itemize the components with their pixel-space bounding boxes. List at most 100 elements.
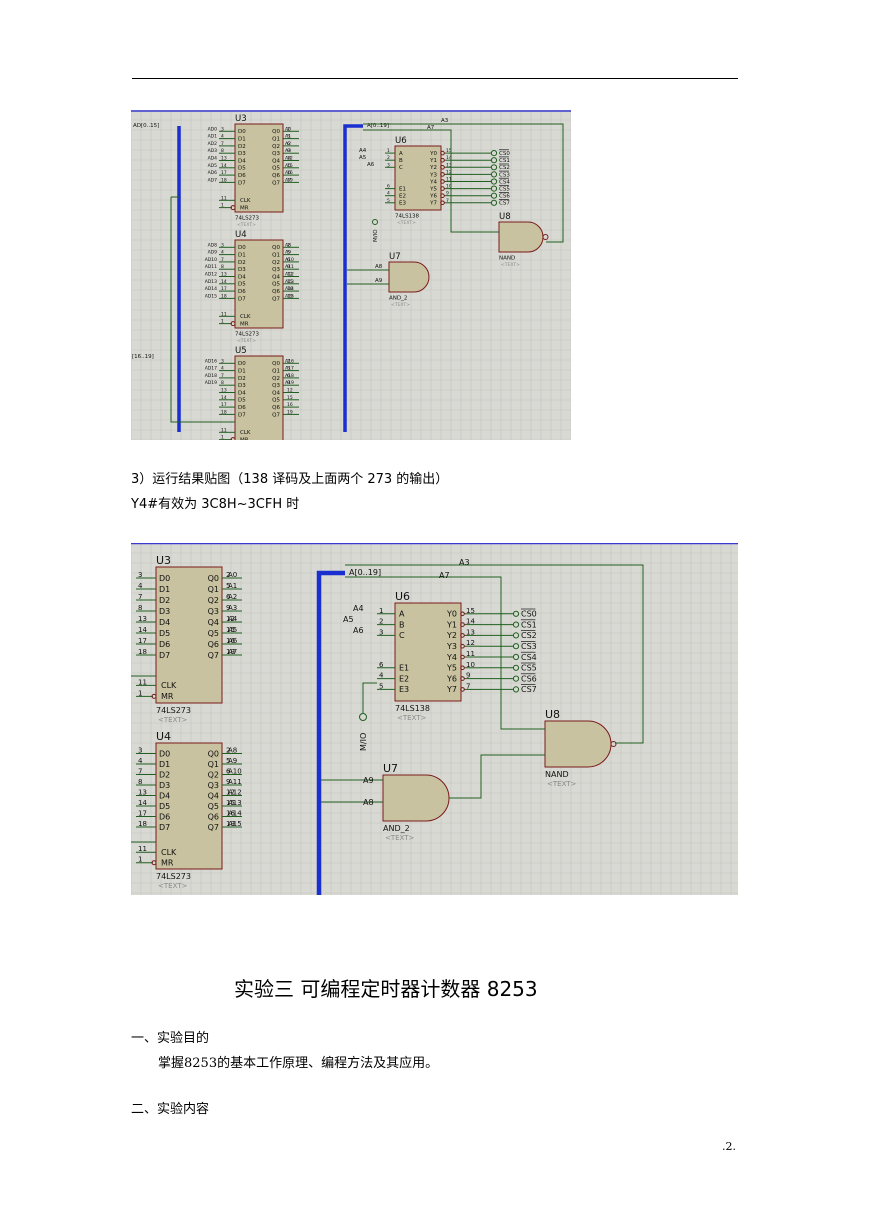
pin-mr: MR (240, 438, 249, 440)
pin-number: 13 (446, 162, 452, 168)
pin-d6: D6 (238, 405, 246, 411)
cs-label-2: CS2 (521, 631, 537, 640)
input-net-label: AD14 (205, 286, 217, 292)
pin-number: 7 (466, 682, 470, 690)
pin-c: C (399, 165, 403, 171)
output-net-label: A3 (228, 604, 237, 612)
pin-e2: E2 (399, 194, 406, 200)
pin-number: 5 (379, 682, 383, 690)
pin-number: 8 (138, 778, 142, 786)
cs-terminal (490, 164, 498, 171)
output-bubble (460, 676, 465, 681)
pin-number: 18 (221, 177, 227, 183)
pin-y2: Y2 (429, 165, 437, 171)
input-net-label: AD9 (208, 250, 218, 256)
pin-number: 9 (466, 672, 470, 680)
cs-terminal (512, 664, 520, 671)
pin-q0: Q0 (208, 749, 219, 758)
output-net-label: A6 (285, 170, 291, 176)
pin-q2: Q2 (272, 376, 280, 382)
chip-type-u6: 74LS138 (395, 214, 420, 220)
chip-text-u3: <TEXT> (158, 716, 188, 724)
pin-number: 6 (287, 373, 290, 379)
pin-number: 5 (387, 198, 390, 204)
net-a6: A6 (367, 162, 375, 168)
pin-q1: Q1 (272, 253, 280, 259)
nand-body (498, 221, 544, 253)
pin-number: 19 (287, 293, 293, 299)
pin-number: 2 (226, 747, 230, 755)
cs-terminal (512, 675, 520, 682)
pin-clk: CLK (240, 198, 251, 204)
input-net-label: AD15 (205, 293, 217, 299)
cs-terminal (490, 192, 498, 199)
chip-label-u3: U3 (156, 554, 171, 567)
pin-y5: Y5 (429, 187, 437, 193)
pin-b: B (399, 158, 403, 164)
pin-number: 4 (138, 757, 143, 765)
pin-d7: D7 (159, 823, 170, 832)
mr-bubble (151, 860, 157, 866)
output-net-label: A7 (285, 177, 291, 183)
pin-number: 7 (221, 141, 224, 147)
pin-number: 19 (287, 409, 293, 415)
pin-d3: D3 (159, 781, 170, 790)
output-net-label: A14 (228, 810, 242, 818)
cs-label-2: CS2 (499, 165, 510, 171)
pin-number: 4 (138, 582, 143, 590)
cs-label-7: CS7 (499, 201, 510, 207)
pin-d4: D4 (238, 390, 246, 396)
pin-number: 4 (387, 191, 390, 197)
pin-number: 9 (287, 264, 290, 270)
pin-q7: Q7 (208, 823, 219, 832)
pin-e2: E2 (399, 674, 409, 683)
pin-number: 8 (138, 604, 142, 612)
pin-number: 3 (138, 747, 142, 755)
pin-q1: Q1 (208, 585, 219, 594)
pin-d3: D3 (159, 607, 170, 616)
purpose-text: 掌握8253的基本工作原理、编程方法及其应用。 (158, 1056, 439, 1071)
and-body (382, 774, 450, 822)
chip-body-u6 (394, 145, 442, 211)
cs-label-1: CS1 (499, 158, 510, 164)
pin-number: 19 (226, 820, 235, 828)
output-bubble (440, 200, 445, 206)
pin-number: 14 (446, 155, 452, 161)
chip-body-u3 (234, 123, 284, 213)
pin-q3: Q3 (272, 383, 280, 389)
pin-y2: Y2 (446, 631, 457, 640)
pin-y0: Y0 (429, 151, 437, 157)
pin-d4: D4 (238, 158, 246, 164)
pin-number: 19 (287, 177, 293, 183)
net-a6: A6 (353, 626, 364, 635)
output-net-label: A10 (285, 257, 294, 263)
pin-number: 10 (446, 184, 452, 190)
pin-e1: E1 (399, 664, 409, 673)
pin-number: 17 (138, 810, 147, 818)
pin-d1: D1 (159, 760, 170, 769)
pin-q6: Q6 (272, 405, 280, 411)
net-a7: A7 (439, 571, 450, 580)
pin-number: 7 (138, 768, 142, 776)
pin-number: 15 (226, 626, 235, 634)
pin-d1: D1 (238, 369, 246, 375)
pin-d0: D0 (159, 574, 170, 583)
pin-number: 8 (221, 148, 224, 154)
pin-d3: D3 (238, 267, 246, 273)
mio-terminal (372, 219, 378, 225)
pin-y1: Y1 (429, 158, 437, 164)
output-bubble (460, 665, 465, 671)
pin-d2: D2 (238, 376, 246, 382)
pin-number: 15 (287, 395, 293, 401)
pin-d1: D1 (238, 137, 246, 143)
output-net-label: A11 (228, 778, 242, 786)
output-net-label: A9 (228, 757, 237, 765)
section-purpose: 一、实验目的 (131, 1031, 210, 1046)
wire-a7 (363, 129, 499, 233)
pin-a: A (399, 151, 403, 157)
pin-d7: D7 (159, 651, 170, 660)
chip-text-u8: <TEXT> (501, 262, 520, 268)
pin-q4: Q4 (208, 791, 219, 800)
pin-number: 12 (287, 156, 293, 162)
